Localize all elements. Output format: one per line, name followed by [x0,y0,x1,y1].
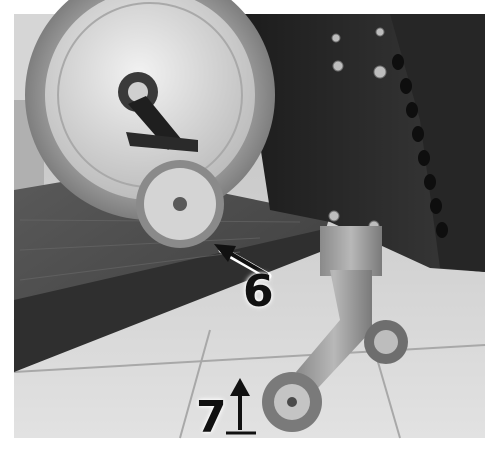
callout-arrow-6-ink [214,244,268,276]
hub-lever [118,72,198,152]
screws [328,27,387,232]
callout-arrow-7 [226,378,256,435]
vent-holes [392,54,448,238]
leveling-leg [262,226,408,432]
callout-label-7: 7 [196,392,227,443]
machine-side-panel [390,14,485,272]
small-wheel [136,160,224,248]
callout-label-6: 6 [243,266,274,317]
